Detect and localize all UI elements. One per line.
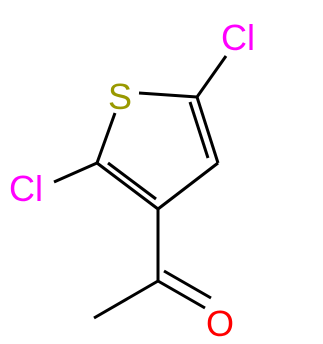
bond-c2-cl xyxy=(53,161,98,184)
bond-c4-c5 xyxy=(195,96,220,164)
chlorine-atom-left: Cl xyxy=(9,168,43,209)
bond-c4-c5-inner xyxy=(188,101,210,159)
oxygen-atom: O xyxy=(206,303,234,344)
bond-s-c5 xyxy=(138,91,198,99)
bond-c5-cl xyxy=(195,55,228,98)
bond-c2-c3-inner xyxy=(107,161,157,201)
chlorine-atom-top: Cl xyxy=(221,17,255,58)
bond-s-c2 xyxy=(95,112,117,164)
bond-carbonyl-methyl xyxy=(93,279,159,320)
bonds xyxy=(53,55,228,320)
bond-carbonyl-oxygen-inner xyxy=(163,269,212,300)
bond-c3-c4 xyxy=(157,161,219,211)
bond-c2-c3 xyxy=(96,161,159,211)
bond-carbonyl-oxygen xyxy=(157,279,206,310)
sulfur-atom: S xyxy=(108,76,132,117)
